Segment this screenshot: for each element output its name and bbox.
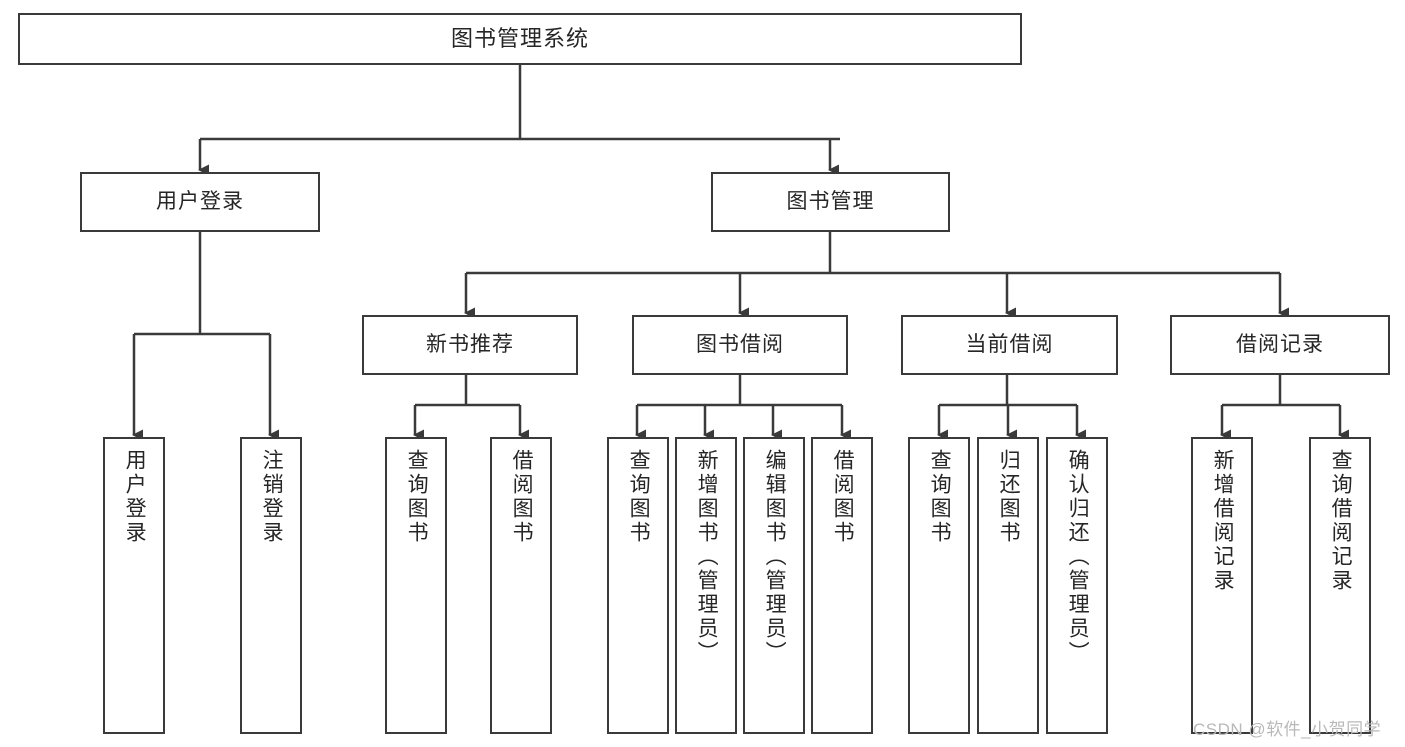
node-leaf-edit-book-admin[interactable]: 编辑图书（管理员） (743, 437, 805, 734)
node-leaf-add-book-admin[interactable]: 新增图书（管理员） (675, 437, 737, 734)
node-leaf-add-borrow-record-label: 新增借阅记录 (1211, 449, 1235, 593)
node-leaf-logout[interactable]: 注销登录 (240, 437, 302, 734)
node-new-book-recommend[interactable]: 新书推荐 (362, 315, 578, 375)
node-current-borrow-label: 当前借阅 (965, 333, 1054, 357)
node-book-borrow[interactable]: 图书借阅 (632, 315, 848, 375)
node-leaf-query-borrow-record[interactable]: 查询借阅记录 (1309, 437, 1371, 734)
node-new-book-recommend-label: 新书推荐 (426, 333, 514, 357)
node-user-login[interactable]: 用户登录 (80, 172, 320, 232)
node-current-borrow[interactable]: 当前借阅 (901, 315, 1118, 375)
node-leaf-add-book-admin-label: 新增图书（管理员） (695, 449, 719, 665)
node-leaf-confirm-return-admin[interactable]: 确认归还（管理员） (1046, 437, 1108, 734)
node-book-manage[interactable]: 图书管理 (711, 172, 950, 232)
node-leaf-edit-book-admin-label: 编辑图书（管理员） (763, 449, 787, 665)
node-borrow-record-label: 借阅记录 (1236, 333, 1324, 357)
node-leaf-borrow-book-recommend-label: 借阅图书 (510, 449, 534, 545)
node-leaf-return-book[interactable]: 归还图书 (977, 437, 1039, 734)
node-leaf-return-book-label: 归还图书 (997, 449, 1021, 545)
node-leaf-borrow-book-recommend[interactable]: 借阅图书 (490, 437, 552, 734)
node-root-label: 图书管理系统 (450, 25, 589, 51)
node-leaf-query-book-borrow-label: 查询图书 (627, 449, 651, 545)
node-leaf-add-borrow-record[interactable]: 新增借阅记录 (1191, 437, 1253, 734)
node-leaf-query-borrow-record-label: 查询借阅记录 (1329, 449, 1353, 593)
node-leaf-query-book-borrow[interactable]: 查询图书 (607, 437, 669, 734)
node-leaf-user-login[interactable]: 用户登录 (103, 437, 165, 734)
node-borrow-record[interactable]: 借阅记录 (1170, 315, 1390, 375)
node-leaf-borrow-book[interactable]: 借阅图书 (811, 437, 873, 734)
node-user-login-label: 用户登录 (156, 190, 244, 214)
watermark: CSDN @软件_小贺同学 (1193, 720, 1382, 739)
node-leaf-logout-label: 注销登录 (260, 449, 284, 545)
node-leaf-query-book-recommend[interactable]: 查询图书 (385, 437, 447, 734)
node-leaf-user-login-label: 用户登录 (123, 449, 147, 545)
node-book-manage-label: 图书管理 (786, 190, 875, 214)
node-leaf-query-book-current[interactable]: 查询图书 (908, 437, 970, 734)
node-leaf-borrow-book-label: 借阅图书 (831, 449, 855, 545)
node-root[interactable]: 图书管理系统 (18, 13, 1022, 65)
node-leaf-query-book-recommend-label: 查询图书 (405, 449, 429, 545)
node-leaf-confirm-return-admin-label: 确认归还（管理员） (1066, 449, 1090, 665)
node-book-borrow-label: 图书借阅 (696, 333, 784, 357)
node-leaf-query-book-current-label: 查询图书 (928, 449, 952, 545)
